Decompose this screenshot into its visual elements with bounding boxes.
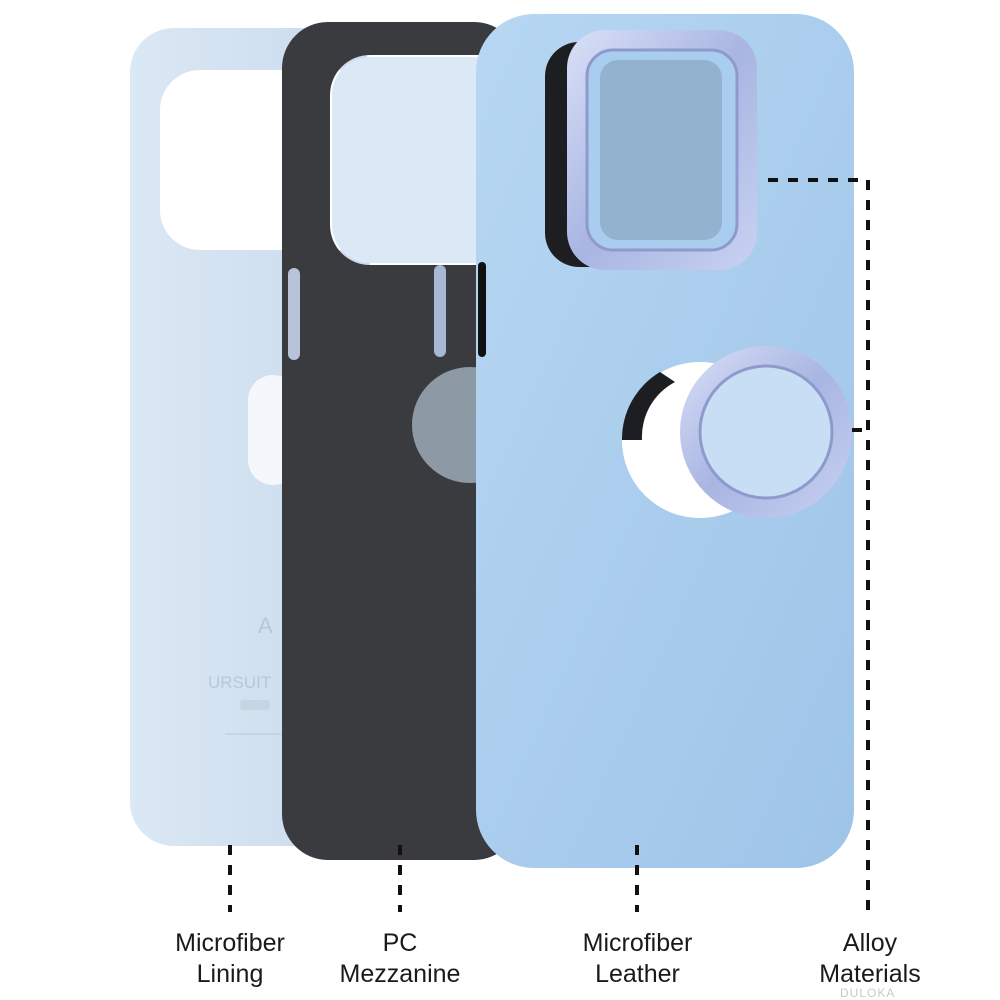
label-line-1: Microfiber (175, 929, 285, 957)
lining-print-text: URSUIT (208, 673, 271, 692)
lining-print-brand: A (258, 613, 273, 638)
label-alloy-materials: Alloy Materials (780, 928, 960, 990)
callout-line-alloy (768, 178, 870, 912)
label-pc-mezzanine: PC Mezzanine (310, 928, 490, 990)
label-line-1: Microfiber (582, 929, 693, 957)
label-line-1: Alloy (842, 929, 898, 957)
label-line-2: Lining (196, 960, 264, 988)
label-microfiber-lining: Microfiber Lining (140, 928, 320, 990)
callout-lines (228, 178, 870, 912)
alloy-camera-frame (567, 30, 757, 270)
pc-mezzanine-layer (282, 22, 528, 860)
alloy-ring (680, 346, 852, 518)
watermark: DULOKA (840, 986, 896, 1000)
label-line-2: Materials (819, 960, 921, 988)
label-line-2: Mezzanine (339, 960, 461, 988)
label-line-1: PC (382, 929, 418, 957)
label-microfiber-leather: Microfiber Leather (545, 928, 730, 990)
label-line-2: Leather (595, 960, 680, 988)
